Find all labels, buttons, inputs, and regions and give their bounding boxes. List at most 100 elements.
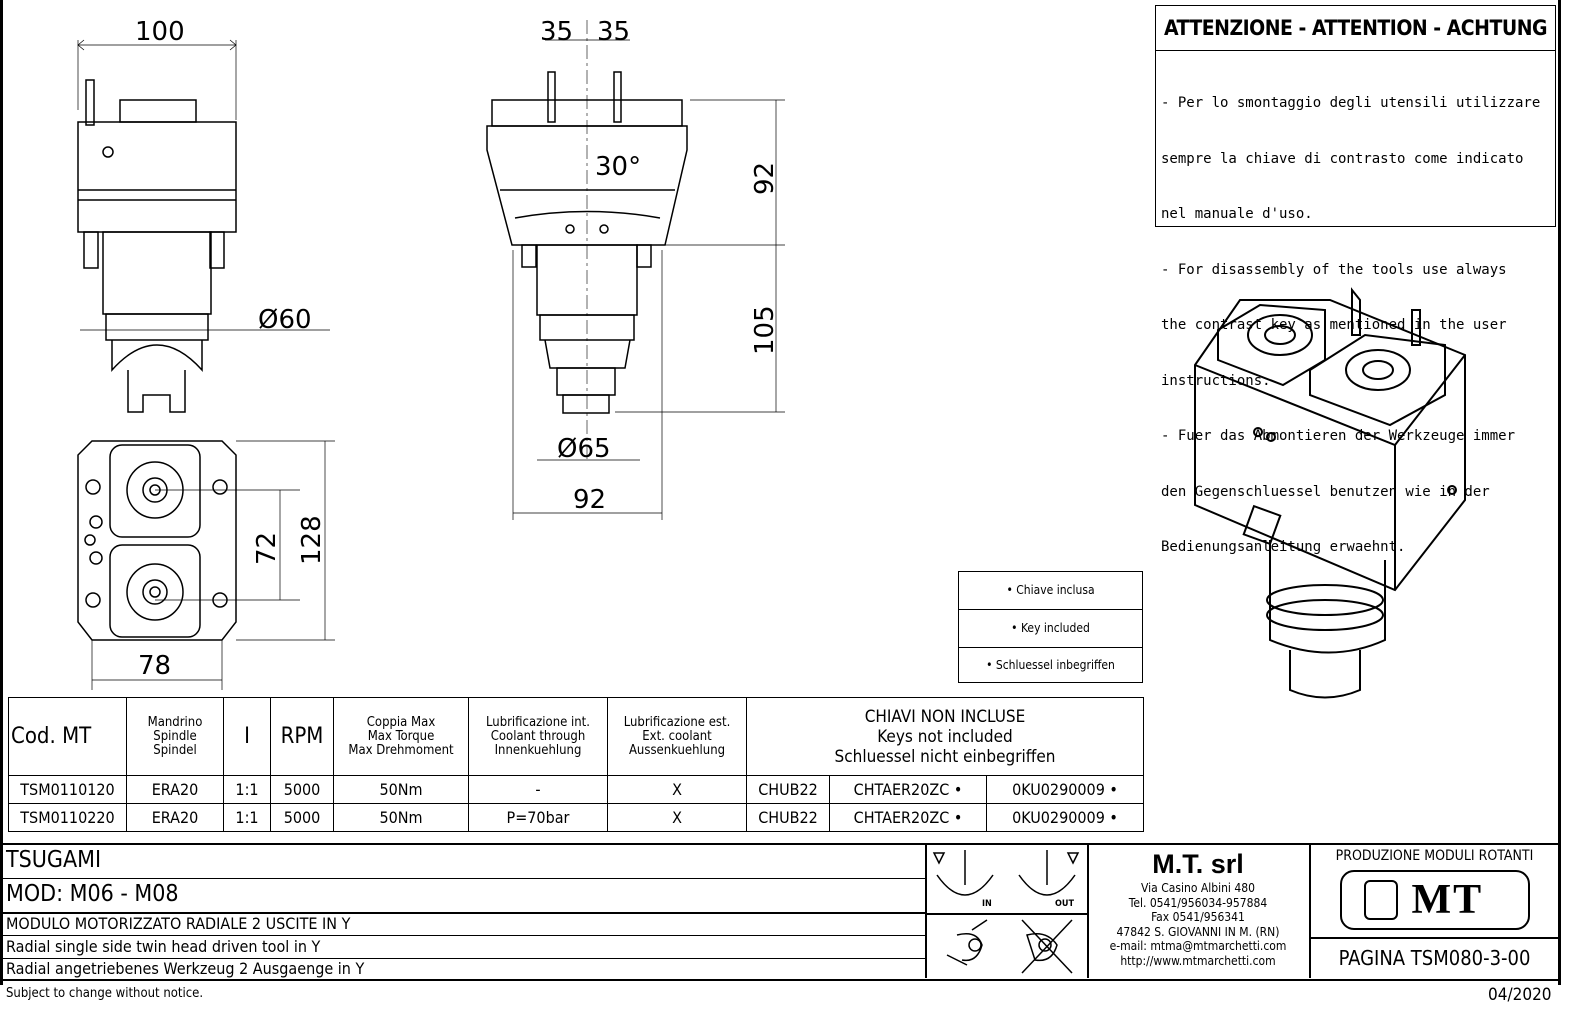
header-line: Ext. coolant xyxy=(642,728,712,744)
dim-upper-height: 92 xyxy=(750,162,780,195)
model-name: MOD: M06 - M08 xyxy=(6,881,179,907)
header-line: Coppia Max xyxy=(366,714,436,730)
dim-top-right: 35 xyxy=(597,17,630,47)
header-line: Lubrificazione int. xyxy=(486,714,590,730)
address-line: e-mail: mtma@mtmarchetti.com xyxy=(1109,939,1287,953)
attention-text: - Per lo smontaggio degli utensili utili… xyxy=(1156,51,1555,594)
company-address: Via Casino Albini 480 Tel. 0541/956034-9… xyxy=(1087,881,1309,968)
attention-line: the contrast key as mentioned in the use… xyxy=(1161,317,1507,333)
header-code: Cod. MT xyxy=(8,697,127,776)
production-label: PRODUZIONE MODULI ROTANTI xyxy=(1335,848,1534,864)
dim-bottom-height: 128 xyxy=(297,515,327,565)
attention-line: den Gegenschluessel benutzen wie in der xyxy=(1161,483,1490,500)
rotation-out-label: OUT xyxy=(1055,899,1074,909)
cell-key-1: CHUB22 xyxy=(746,803,830,832)
production-section: PRODUZIONE MODULI ROTANTI MT PAGINA TSM0… xyxy=(1311,845,1558,978)
divider xyxy=(927,913,1087,915)
dim-spindle-distance: 72 xyxy=(252,532,282,565)
header-line: Spindle xyxy=(153,728,197,744)
cell-key-3: 0KU0290009 • xyxy=(986,803,1144,832)
frame-left xyxy=(0,0,3,985)
dim-lower-height: 105 xyxy=(750,305,780,355)
key-legend: • Chiave inclusa • Key included • Schlue… xyxy=(958,571,1143,683)
cell-spindle: ERA20 xyxy=(126,803,224,832)
attention-line: sempre la chiave di contrasto come indic… xyxy=(1161,150,1524,167)
rotation-direction-icon xyxy=(932,850,1080,974)
divider xyxy=(0,935,925,936)
company-name: M.T. srl xyxy=(1152,849,1244,879)
dim-side-width: 92 xyxy=(573,485,606,515)
header-line: Max Torque xyxy=(367,728,435,744)
attention-line: Bedienungsanleitung erwaehnt. xyxy=(1161,539,1406,555)
module-icon xyxy=(1363,880,1398,920)
dim-bottom-width: 78 xyxy=(138,651,171,681)
description-it: MODULO MOTORIZZATO RADIALE 2 USCITE IN Y xyxy=(6,914,351,933)
header-rpm: RPM xyxy=(270,697,334,776)
attention-line: nel manuale d'uso. xyxy=(1161,206,1313,222)
cell-ratio: 1:1 xyxy=(223,803,271,832)
title-block: TSUGAMI MOD: M06 - M08 MODULO MOTORIZZAT… xyxy=(0,843,1561,981)
dim-front-width: 100 xyxy=(135,17,185,47)
cell-torque: 50Nm xyxy=(333,775,469,804)
cell-code: TSM0110120 xyxy=(8,775,127,804)
header-line: Schluessel nicht einbegriffen xyxy=(834,746,1056,767)
cell-rpm: 5000 xyxy=(270,775,334,804)
header-line: Lubrificazione est. xyxy=(623,714,731,730)
table-row: TSM0110120 ERA20 1:1 5000 50Nm - X CHUB2… xyxy=(8,775,1144,804)
table-row: TSM0110220 ERA20 1:1 5000 50Nm P=70bar X… xyxy=(8,803,1144,832)
key-legend-de: • Schluessel inbegriffen xyxy=(986,658,1115,672)
attention-line: - Fuer das Abmontieren der Werkzeuge imm… xyxy=(1161,428,1516,444)
key-legend-en: • Key included xyxy=(959,610,1142,648)
address-line: 47842 S. GIOVANNI IN M. (RN) xyxy=(1116,924,1280,939)
mt-logo: MT xyxy=(1339,870,1530,930)
attention-box: ATTENZIONE - ATTENTION - ACHTUNG - Per l… xyxy=(1155,5,1556,555)
divider xyxy=(0,912,925,914)
cell-key-2: CHTAER20ZC • xyxy=(829,775,987,804)
address-line: Via Casino Albini 480 xyxy=(1141,881,1255,895)
dim-angle: 30° xyxy=(595,152,641,182)
address-line: Tel. 0541/956034-957884 xyxy=(1128,895,1268,910)
address-line: Fax 0541/956341 xyxy=(1151,910,1245,924)
header-line: Innenkuehlung xyxy=(494,742,582,758)
cell-torque: 50Nm xyxy=(333,803,469,832)
cell-coolant-ext: X xyxy=(607,775,747,804)
cell-key-3: 0KU0290009 • xyxy=(986,775,1144,804)
cell-key-1: CHUB22 xyxy=(746,775,830,804)
cell-coolant-ext: X xyxy=(607,803,747,832)
attention-title: ATTENZIONE - ATTENTION - ACHTUNG xyxy=(1156,6,1555,51)
cell-spindle: ERA20 xyxy=(126,775,224,804)
divider xyxy=(0,958,925,959)
revision-date: 04/2020 xyxy=(1488,985,1552,1005)
header-line: Mandrino xyxy=(147,714,203,730)
header-line: Max Drehmoment xyxy=(348,742,454,758)
cell-key-2: CHTAER20ZC • xyxy=(829,803,987,832)
machine-name: TSUGAMI xyxy=(6,847,102,873)
dim-top-left: 35 xyxy=(540,17,573,47)
mt-logo-text: MT xyxy=(1411,877,1484,923)
dim-front-diameter: Ø60 xyxy=(258,305,312,335)
divider xyxy=(0,878,925,879)
cell-ratio: 1:1 xyxy=(223,775,271,804)
description-en: Radial single side twin head driven tool… xyxy=(6,937,321,956)
header-line: Keys not included xyxy=(877,726,1013,747)
cell-code: TSM0110220 xyxy=(8,803,127,832)
frame-right xyxy=(1558,0,1561,985)
side-view: 35 35 30° 92 105 Ø65 92 xyxy=(486,17,785,520)
header-ratio: I xyxy=(223,697,271,776)
cell-coolant-int: - xyxy=(468,775,608,804)
address-line: http://www.mtmarchetti.com xyxy=(1120,953,1276,968)
front-view: 100 Ø60 xyxy=(77,17,330,413)
rotation-in-label: IN xyxy=(982,899,992,909)
header-line: Coolant through xyxy=(490,728,586,744)
description-de: Radial angetriebenes Werkzeug 2 Ausgaeng… xyxy=(6,959,365,978)
cell-coolant-int: P=70bar xyxy=(468,803,608,832)
company-section: M.T. srl Via Casino Albini 480 Tel. 0541… xyxy=(1087,845,1311,978)
attention-line: - For disassembly of the tools use alway… xyxy=(1161,261,1507,278)
cell-rpm: 5000 xyxy=(270,803,334,832)
